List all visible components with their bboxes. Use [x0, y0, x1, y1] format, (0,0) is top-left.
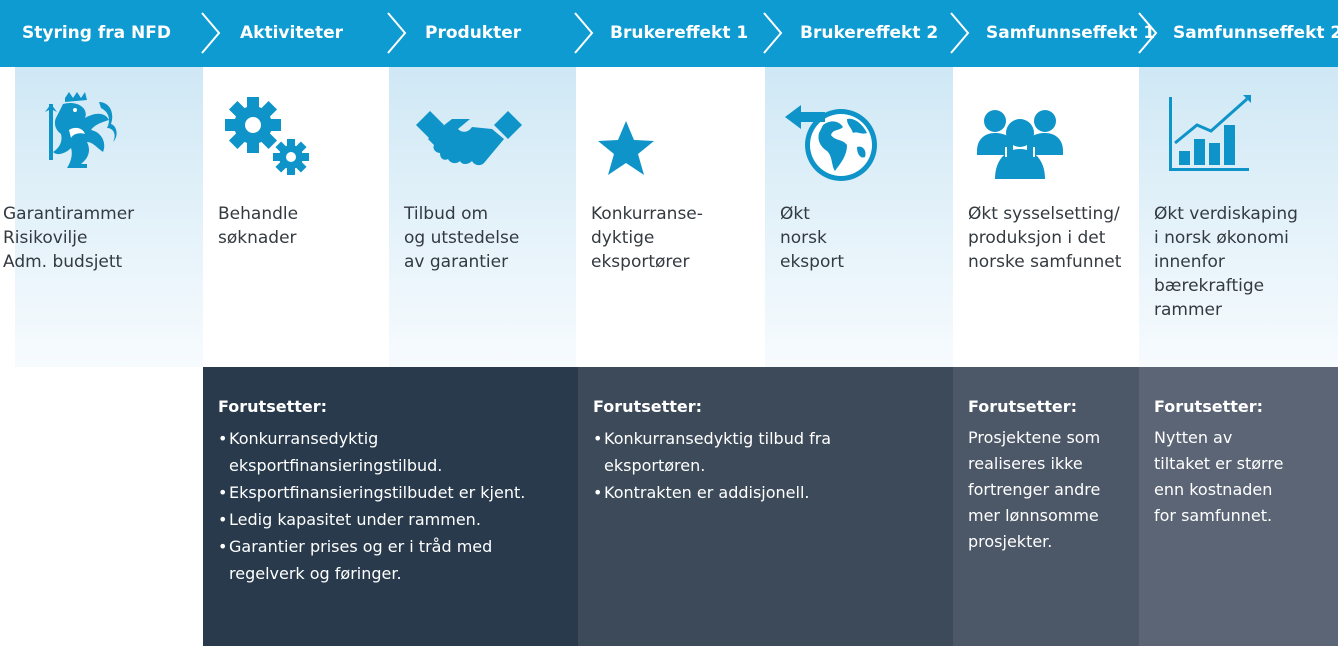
assumption-panel-activities: Forutsetter: Konkurransedyktig eksportfi… — [203, 367, 578, 646]
step-label-brukereffekt-2: Brukereffekt 2 — [800, 23, 939, 43]
panel-text: Prosjektene som realiseres ikke fortreng… — [968, 428, 1101, 551]
column-produkter: Tilbud om og utstedelse av garantier — [389, 67, 576, 367]
globe-arrow-icon — [785, 105, 877, 181]
assumption-panel-society-1: Forutsetter: Prosjektene som realiseres … — [953, 367, 1139, 646]
handshake-icon — [416, 111, 522, 166]
column-styring: Garantirammer Risikovilje Adm. budsjett — [3, 67, 203, 367]
people-group-icon — [977, 110, 1063, 179]
list-item: Eksportfinansieringstilbudet er kjent. — [218, 479, 568, 506]
panel-title: Forutsetter: — [968, 397, 1078, 416]
step-text-brukereffekt-1: Konkurranse- dyktige eksportører — [591, 204, 703, 272]
step-text-produkter: Tilbud om og utstedelse av garantier — [404, 204, 520, 272]
step-label-aktiviteter: Aktiviteter — [240, 23, 344, 43]
step-label-styring: Styring fra NFD — [22, 23, 171, 43]
column-brukereffekt-1: Konkurranse- dyktige eksportører — [576, 67, 765, 367]
norway-lion-coat-of-arms-icon — [45, 92, 117, 168]
assumption-list: Konkurransedyktig tilbud fra eksportøren… — [593, 425, 833, 506]
column-aktiviteter: Behandle søknader — [203, 67, 389, 367]
growth-chart-icon — [1169, 95, 1251, 171]
step-text-brukereffekt-2: Økt norsk eksport — [780, 204, 845, 272]
column-samfunnseffekt-2: Økt verdiskaping i norsk økonomi innenfo… — [1139, 67, 1338, 367]
step-label-samfunnseffekt-2: Samfunnseffekt 2 — [1173, 23, 1338, 43]
list-item: Konkurransedyktig tilbud fra eksportøren… — [593, 425, 833, 479]
assumption-panel-user-effects: Forutsetter: Konkurransedyktig tilbud fr… — [578, 367, 953, 646]
list-item: Konkurransedyktig eksportfinansieringsti… — [218, 425, 568, 479]
panel-title: Forutsetter: — [218, 397, 328, 416]
panel-title: Forutsetter: — [593, 397, 703, 416]
star-icon — [598, 121, 654, 175]
step-label-samfunnseffekt-1: Samfunnseffekt 1 — [986, 23, 1156, 43]
step-text-styring: Garantirammer Risikovilje Adm. budsjett — [3, 204, 135, 272]
column-samfunnseffekt-1: Økt sysselsetting/ produksjon i det nors… — [953, 67, 1139, 367]
assumption-list: Konkurransedyktig eksportfinansieringsti… — [218, 425, 568, 587]
step-text-aktiviteter: Behandle søknader — [218, 204, 299, 248]
panel-text: Nytten av tiltaket er større enn kostnad… — [1154, 428, 1284, 525]
step-label-brukereffekt-1: Brukereffekt 1 — [610, 23, 749, 43]
process-header-bar — [0, 0, 1338, 67]
panel-title: Forutsetter: — [1154, 397, 1264, 416]
list-item: Garantier prises og er i tråd med regelv… — [218, 533, 568, 587]
assumption-panel-society-2: Forutsetter: Nytten av tiltaket er størr… — [1139, 367, 1338, 646]
step-text-samfunnseffekt-2: Økt verdiskaping i norsk økonomi innenfo… — [1154, 204, 1298, 320]
gears-icon — [225, 97, 309, 175]
list-item: Kontrakten er addisjonell. — [593, 479, 833, 506]
list-item: Ledig kapasitet under rammen. — [218, 506, 568, 533]
step-label-produkter: Produkter — [425, 23, 522, 43]
column-brukereffekt-2: Økt norsk eksport — [765, 67, 953, 367]
step-text-samfunnseffekt-1: Økt sysselsetting/ produksjon i det nors… — [968, 204, 1122, 272]
